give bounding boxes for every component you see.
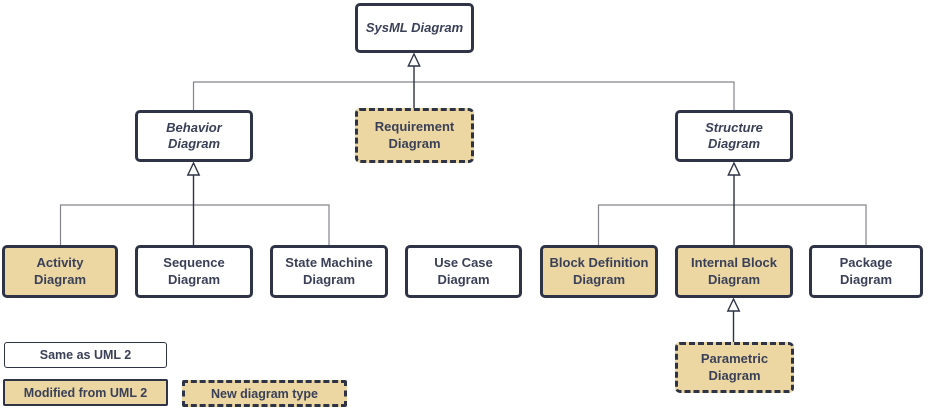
node-label: Sequence Diagram <box>163 255 225 287</box>
node-requirement-diagram: Requirement Diagram <box>355 108 474 163</box>
node-label: Behavior Diagram <box>166 119 222 151</box>
node-label: Use Case Diagram <box>434 255 493 287</box>
node-label: Package Diagram <box>839 255 893 287</box>
node-structure-diagram: Structure Diagram <box>675 110 793 162</box>
node-sysml-diagram: SysML Diagram <box>355 3 474 53</box>
legend-label: Modified from UML 2 <box>23 385 148 400</box>
node-use-case-diagram: Use Case Diagram <box>405 245 522 298</box>
tree-line-structure-children <box>597 204 867 245</box>
node-label: Structure Diagram <box>705 119 763 151</box>
node-label: Requirement Diagram <box>374 119 455 151</box>
legend-same-as-uml2: Same as UML 2 <box>4 342 167 368</box>
generalization-arrowhead-internal-block <box>726 297 741 312</box>
tree-line-behavior-children <box>59 204 330 245</box>
node-activity-diagram: Activity Diagram <box>2 245 118 298</box>
legend-new-diagram-type: New diagram type <box>182 380 347 407</box>
node-label: Parametric Diagram <box>700 351 769 383</box>
tree-line-level1 <box>192 81 735 110</box>
node-parametric-diagram: Parametric Diagram <box>675 342 794 393</box>
generalization-arrowhead-sysml <box>407 52 421 67</box>
node-package-diagram: Package Diagram <box>809 245 923 298</box>
node-sequence-diagram: Sequence Diagram <box>135 245 253 298</box>
node-behavior-diagram: Behavior Diagram <box>135 110 253 162</box>
node-internal-block-diagram: Internal Block Diagram <box>675 245 793 298</box>
node-label: State Machine Diagram <box>285 255 373 287</box>
node-label: Block Definition Diagram <box>549 255 649 287</box>
generalization-arrowhead-behavior <box>186 161 201 176</box>
node-label: Activity Diagram <box>33 255 87 287</box>
node-block-definition-diagram: Block Definition Diagram <box>540 245 658 298</box>
node-label: SysML Diagram <box>365 19 464 35</box>
legend-modified-from-uml2: Modified from UML 2 <box>3 379 168 406</box>
generalization-arrowhead-structure <box>727 161 741 176</box>
legend-label: New diagram type <box>211 386 318 401</box>
node-state-machine-diagram: State Machine Diagram <box>270 245 388 298</box>
legend-label: Same as UML 2 <box>39 348 132 362</box>
node-label: Internal Block Diagram <box>691 255 777 287</box>
